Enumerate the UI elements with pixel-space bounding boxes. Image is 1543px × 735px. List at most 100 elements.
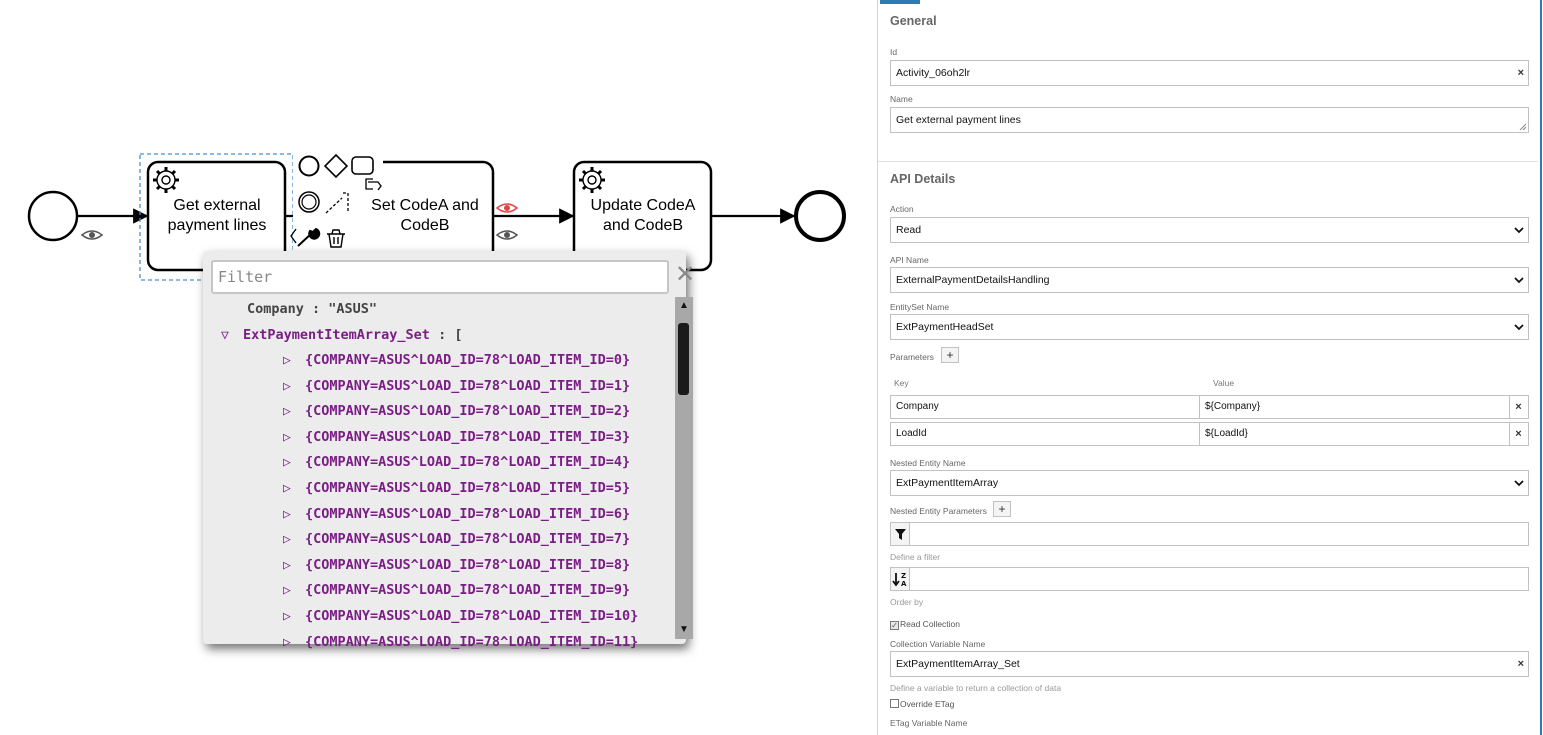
tree-item-label: {COMPANY=ASUS^LOAD_ID=78^LOAD_ITEM_ID=5} xyxy=(305,480,631,496)
resize-grip-icon[interactable] xyxy=(1519,123,1527,131)
read-collection-label: Read Collection xyxy=(900,619,961,629)
variable-tree[interactable]: Company : "ASUS" ▽ExtPaymentItemArray_Se… xyxy=(213,297,675,650)
entityset-select[interactable]: ExtPaymentHeadSet xyxy=(890,314,1529,340)
group-title-api-details[interactable]: API Details xyxy=(890,172,956,186)
collapsed-caret-icon[interactable]: ▷ xyxy=(283,583,291,599)
intermediate-event-icon[interactable] xyxy=(298,191,320,213)
task-icon[interactable] xyxy=(351,156,374,175)
collapsed-caret-icon[interactable]: ▷ xyxy=(283,532,291,548)
collection-var-value: ExtPaymentItemArray_Set xyxy=(896,658,1020,670)
gateway-icon[interactable] xyxy=(323,153,349,179)
start-event[interactable] xyxy=(27,190,79,242)
tree-row-item[interactable]: ▷ {COMPANY=ASUS^LOAD_ID=78^LOAD_ITEM_ID=4… xyxy=(283,451,630,473)
tree-row-item[interactable]: ▷{COMPANY=ASUS^LOAD_ID=78^LOAD_ITEM_ID=7… xyxy=(283,528,630,550)
scroll-thumb[interactable] xyxy=(678,323,689,395)
group-separator xyxy=(878,161,1538,162)
api-name-value: ExternalPaymentDetailsHandling xyxy=(896,274,1050,286)
tree-row-item[interactable]: ▷{COMPANY=ASUS^LOAD_ID=78^LOAD_ITEM_ID=0… xyxy=(283,349,630,371)
clear-icon[interactable]: × xyxy=(1517,67,1524,79)
tree-key: Company xyxy=(247,301,304,317)
collapsed-caret-icon[interactable]: ▷ xyxy=(283,378,291,394)
tree-row-item[interactable]: ▷{COMPANY=ASUS^LOAD_ID=78^LOAD_ITEM_ID=2… xyxy=(283,400,630,422)
tree-row-company[interactable]: Company : "ASUS" xyxy=(247,298,377,320)
collapsed-caret-icon[interactable]: ▷ xyxy=(283,429,291,445)
tree-row-item[interactable]: ▷ {COMPANY=ASUS^LOAD_ID=78^LOAD_ITEM_ID=5… xyxy=(283,477,630,499)
chevron-down-icon xyxy=(1514,480,1524,487)
delete-icon[interactable] xyxy=(327,229,345,248)
id-field[interactable]: Activity_06oh2lr × xyxy=(890,60,1529,86)
eye-icon[interactable] xyxy=(495,230,519,240)
properties-panel: General Id Activity_06oh2lr × Name Get e… xyxy=(877,0,1543,735)
name-field[interactable]: Get external payment lines xyxy=(890,107,1529,133)
collapsed-caret-icon[interactable]: ▷ xyxy=(283,481,291,496)
remove-parameter-icon[interactable]: × xyxy=(1509,422,1529,446)
filter-field[interactable] xyxy=(890,522,1529,546)
tree-item-label: {COMPANY=ASUS^LOAD_ID=78^LOAD_ITEM_ID=9} xyxy=(305,582,631,599)
param-value-input[interactable]: ${Company} xyxy=(1199,395,1510,419)
collapsed-caret-icon[interactable]: ▷ xyxy=(283,609,291,624)
collapsed-caret-icon[interactable]: ▷ xyxy=(283,506,291,522)
nested-entity-select[interactable]: ExtPaymentItemArray xyxy=(890,470,1529,496)
start-event-icon[interactable] xyxy=(298,155,320,177)
tree-row-item[interactable]: ▷{COMPANY=ASUS^LOAD_ID=78^LOAD_ITEM_ID=6… xyxy=(283,503,630,525)
collapsed-caret-icon[interactable]: ▷ xyxy=(283,404,291,420)
tree-row-item[interactable]: ▷ {COMPANY=ASUS^LOAD_ID=78^LOAD_ITEM_ID=8… xyxy=(283,554,630,576)
action-label: Action xyxy=(890,204,914,214)
collapsed-caret-icon[interactable]: ▷ xyxy=(283,455,291,471)
gear-icon xyxy=(579,167,605,193)
tree-row-item[interactable]: ▷{COMPANY=ASUS^LOAD_ID=78^LOAD_ITEM_ID=1… xyxy=(283,605,638,627)
diagram-svg xyxy=(27,152,846,281)
read-collection-checkbox[interactable]: ✓Read Collection xyxy=(890,618,960,630)
eye-icon[interactable] xyxy=(80,230,104,240)
api-name-select[interactable]: ExternalPaymentDetailsHandling xyxy=(890,267,1529,293)
connect-icon[interactable] xyxy=(325,192,349,214)
value-header: Value xyxy=(1213,378,1235,388)
scroll-down-arrow-icon[interactable]: ▼ xyxy=(679,624,689,635)
remove-parameter-icon[interactable]: × xyxy=(1509,395,1529,419)
filter-hint: Define a filter xyxy=(890,552,941,562)
wrench-icon[interactable] xyxy=(297,227,321,247)
tree-separator: : xyxy=(303,301,329,317)
eye-red-icon[interactable] xyxy=(495,203,519,213)
tree-item-label: {COMPANY=ASUS^LOAD_ID=78^LOAD_ITEM_ID=3} xyxy=(305,428,631,445)
override-etag-checkbox[interactable]: Override ETag xyxy=(890,698,954,710)
tree-separator: : [ xyxy=(429,327,463,343)
scroll-up-arrow-icon[interactable]: ▲ xyxy=(679,300,689,311)
tree-row-item[interactable]: ▷ {COMPANY=ASUS^LOAD_ID=78^LOAD_ITEM_ID=3… xyxy=(283,426,630,448)
close-icon[interactable]: ✕ xyxy=(675,261,696,288)
collection-var-field[interactable]: ExtPaymentItemArray_Set × xyxy=(890,651,1529,677)
tree-item-label: {COMPANY=ASUS^LOAD_ID=78^LOAD_ITEM_ID=8} xyxy=(305,556,631,573)
param-key-input[interactable]: LoadId xyxy=(890,422,1200,446)
filter-input[interactable] xyxy=(211,260,669,294)
popup-scrollbar[interactable]: ▲ ▼ xyxy=(675,297,693,639)
collapsed-caret-icon[interactable]: ▷ xyxy=(283,353,291,368)
param-key-input[interactable]: Company xyxy=(890,395,1200,419)
etag-var-label: ETag Variable Name xyxy=(890,718,968,728)
group-title-general[interactable]: General xyxy=(890,14,937,28)
tree-row-item[interactable]: ▷{COMPANY=ASUS^LOAD_ID=78^LOAD_ITEM_ID=1… xyxy=(283,631,638,653)
checkbox-unchecked-icon[interactable] xyxy=(890,699,899,708)
add-parameter-button[interactable]: + xyxy=(941,347,959,363)
tree-row-item[interactable]: ▷{COMPANY=ASUS^LOAD_ID=78^LOAD_ITEM_ID=1… xyxy=(283,375,630,397)
wrench-bracket xyxy=(290,228,297,244)
bpmn-canvas[interactable]: Get external payment lines Set CodeA and… xyxy=(0,0,875,735)
annotation-icon[interactable] xyxy=(365,178,382,191)
tree-row-item[interactable]: ▷ {COMPANY=ASUS^LOAD_ID=78^LOAD_ITEM_ID=9… xyxy=(283,579,630,601)
checkbox-checked-icon[interactable]: ✓ xyxy=(890,621,899,630)
tree-row-array[interactable]: ▽ExtPaymentItemArray_Set : [ xyxy=(221,324,462,346)
nested-entity-value: ExtPaymentItemArray xyxy=(896,477,999,489)
param-value-input[interactable]: ${LoadId} xyxy=(1199,422,1510,446)
orderby-field[interactable]: Z A xyxy=(890,567,1529,591)
action-select[interactable]: Read xyxy=(890,217,1529,243)
svg-text:Z: Z xyxy=(901,572,906,580)
action-value: Read xyxy=(896,224,922,236)
collapsed-caret-icon[interactable]: ▷ xyxy=(283,634,291,650)
filter-icon xyxy=(891,523,910,545)
end-event[interactable] xyxy=(794,190,846,242)
expanded-caret-icon[interactable]: ▽ xyxy=(221,328,229,343)
clear-icon[interactable]: × xyxy=(1517,658,1524,670)
tree-value: "ASUS" xyxy=(328,301,378,317)
collapsed-caret-icon[interactable]: ▷ xyxy=(283,557,291,573)
add-nested-parameter-button[interactable]: + xyxy=(993,501,1011,517)
tree-item-label: {COMPANY=ASUS^LOAD_ID=78^LOAD_ITEM_ID=4} xyxy=(305,454,631,471)
